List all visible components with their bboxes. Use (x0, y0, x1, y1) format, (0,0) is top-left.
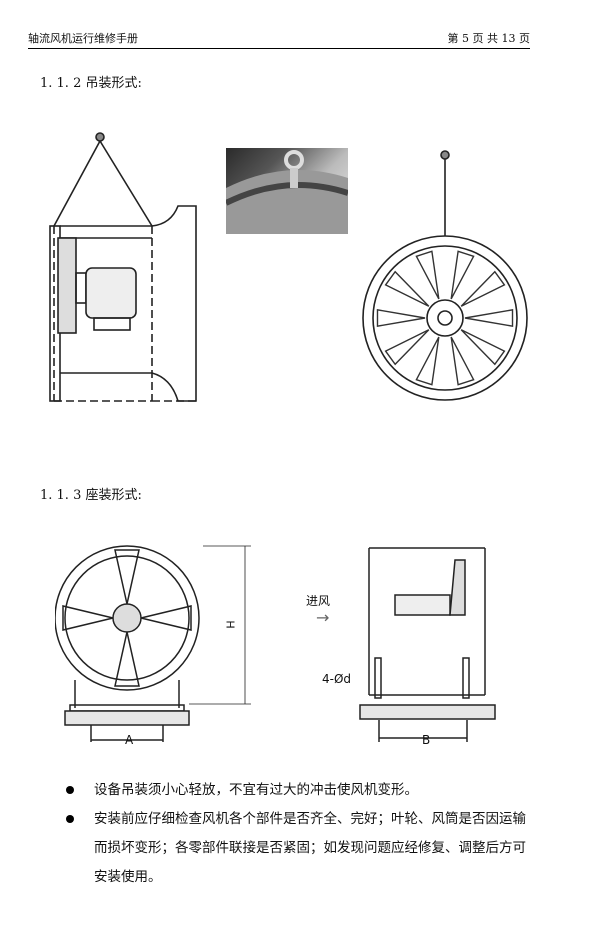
fan-blade (450, 250, 475, 300)
seat-front-view-drawing (55, 545, 251, 742)
hanging-front-view-drawing (362, 150, 528, 401)
fan-blade (460, 329, 506, 366)
inlet-arrow-icon: → (316, 608, 330, 627)
fan-blade (450, 336, 475, 386)
list-item: 设备吊装须小心轻放，不宜有过大的冲击使风机变形。 (64, 776, 534, 805)
hanging-side-view-drawing (49, 132, 197, 402)
dimension-h-label: H (223, 620, 237, 629)
section-title-seat: 1. 1. 3 座装形式: (40, 488, 142, 503)
fan-blade (464, 309, 514, 327)
fan-blade (384, 270, 430, 307)
manual-title: 轴流风机运行维修手册 (28, 32, 138, 45)
section-title-hanging: 1. 1. 2 吊装形式: (40, 76, 142, 91)
seat-side-view-drawing (359, 547, 496, 742)
dimension-a-label: A (125, 733, 134, 747)
fan-blade (460, 270, 506, 307)
inlet-label: 进风 (306, 594, 331, 608)
page-header: 轴流风机运行维修手册 第 5 页 共 13 页 (28, 30, 530, 49)
fan-blade (415, 336, 440, 386)
eyebolt-photo (226, 148, 348, 234)
fan-blade (415, 250, 440, 300)
dimension-b-label: B (422, 733, 431, 747)
page-number: 第 5 页 共 13 页 (447, 32, 530, 45)
list-item: 安装前应仔细检查风机各个部件是否齐全、完好；叶轮、风筒是否因运输而损坏变形；各零… (64, 805, 534, 892)
fan-blade (384, 329, 430, 366)
fan-blade (376, 309, 426, 327)
notes-list: 设备吊装须小心轻放，不宜有过大的冲击使风机变形。 安装前应仔细检查风机各个部件是… (64, 776, 534, 892)
bolt-holes-label: 4-Ød (322, 672, 352, 686)
